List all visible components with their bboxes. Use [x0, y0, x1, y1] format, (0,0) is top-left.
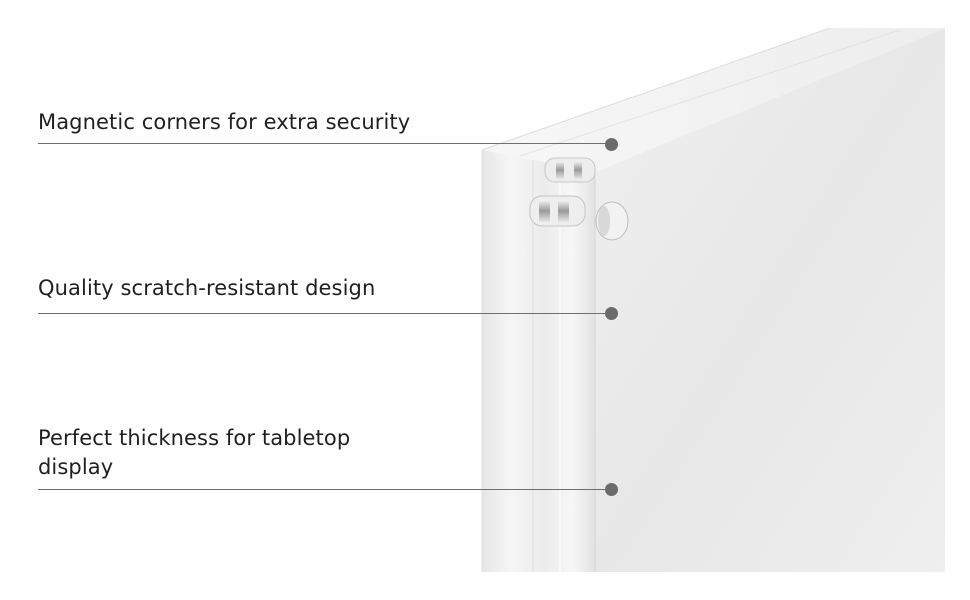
callout-marker-dot: [605, 483, 618, 496]
callout-marker-dot: [605, 307, 618, 320]
callout-label: Quality scratch-resistant design: [38, 276, 376, 300]
callout-marker-dot: [605, 138, 618, 151]
magnetic-corner-connectors: [529, 157, 629, 241]
acrylic-top-edge: [482, 28, 945, 172]
callout-leader-line: [38, 143, 612, 144]
acrylic-thickness-edge: [482, 150, 595, 572]
acrylic-face: [595, 28, 945, 572]
callout-label: Perfect thickness for tabletop display: [38, 426, 351, 479]
callout-leader-line: [38, 313, 612, 314]
callout-label: Magnetic corners for extra security: [38, 110, 411, 134]
callout-leader-line: [38, 489, 612, 490]
